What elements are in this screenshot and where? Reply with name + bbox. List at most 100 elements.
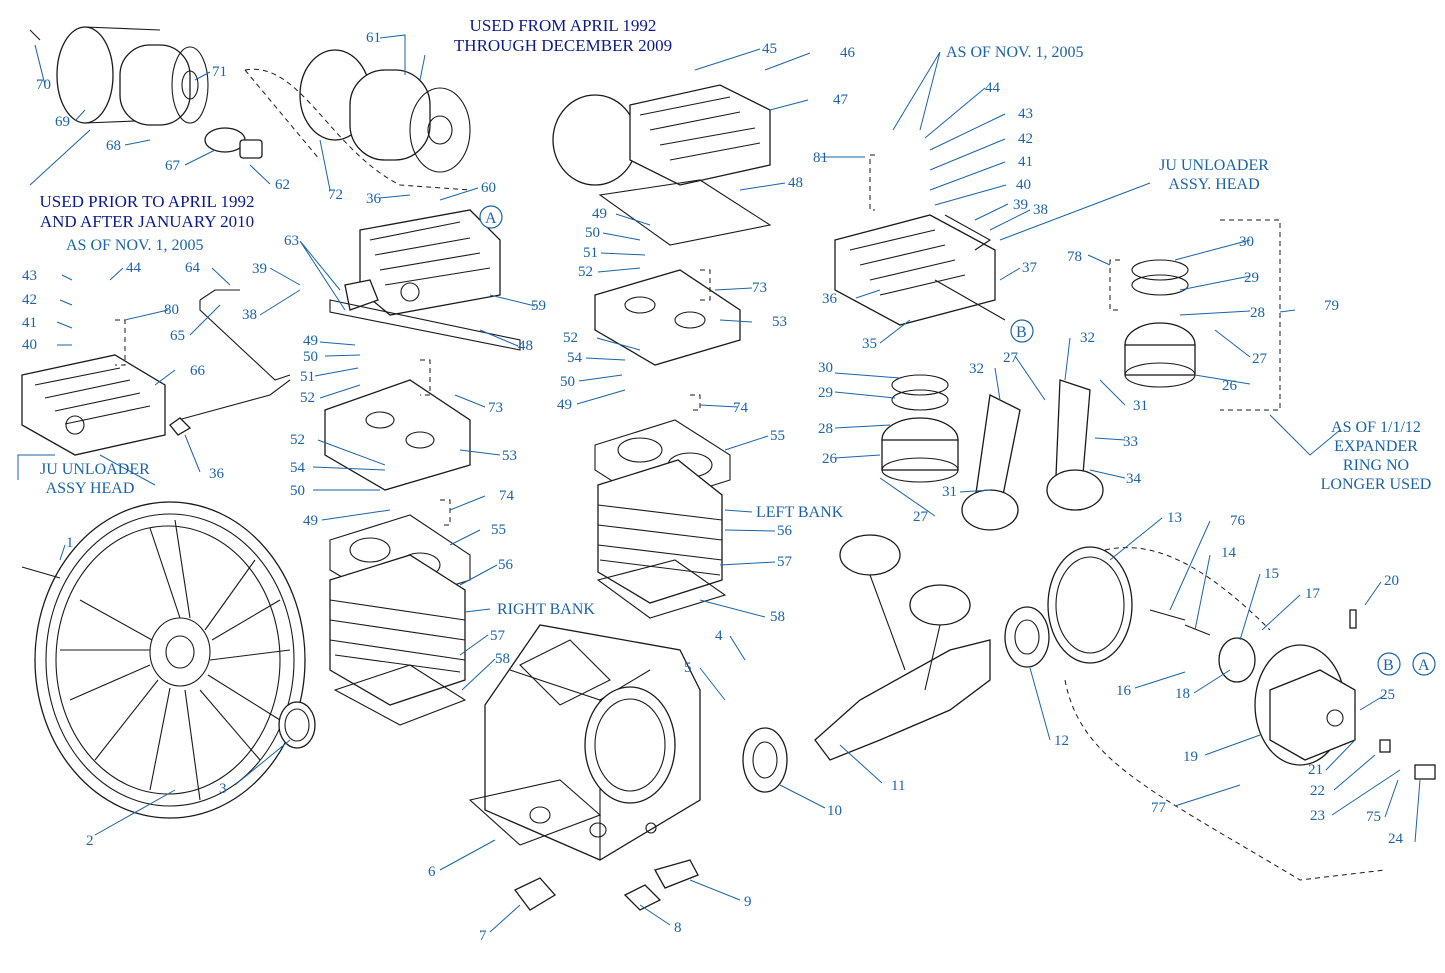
part-number-56: 56 [498,557,514,573]
part-number-49: 49 [303,333,318,349]
part-number-78: 78 [1067,249,1082,265]
part-number-61: 61 [366,30,381,46]
part-number-58: 58 [495,651,510,667]
part-number-27: 27 [1003,350,1019,366]
part-number-75: 75 [1366,809,1381,825]
part-number-5: 5 [684,660,692,676]
part-number-55: 55 [770,428,785,444]
part-number-1: 1 [66,535,74,551]
part-number-18: 18 [1175,686,1190,702]
part-number-27: 27 [913,509,929,525]
svg-text:A: A [485,210,497,227]
part-number-68: 68 [106,138,121,154]
part-number-10: 10 [827,803,842,819]
part-number-80: 80 [164,302,179,318]
svg-text:B: B [1383,657,1394,674]
part-number-36: 36 [209,466,225,482]
label-right-bank: RIGHT BANK [497,601,595,618]
part-number-49: 49 [303,513,318,529]
part-number-16: 16 [1116,683,1132,699]
part-number-32: 32 [969,361,984,377]
part-number-54: 54 [290,460,306,476]
part-number-30: 30 [1239,234,1254,250]
bearing-carrier [1047,546,1436,780]
part-number-19: 19 [1183,749,1198,765]
part-number-2: 2 [86,833,94,849]
part-number-52: 52 [578,264,593,280]
part-number-70: 70 [36,77,51,93]
part-number-40: 40 [1016,177,1031,193]
note-ju-unloader-right: JU UNLOADER ASSY. HEAD [1159,157,1269,193]
part-number-64: 64 [185,260,201,276]
pistons-rods [881,259,1196,531]
part-number-20: 20 [1384,573,1399,589]
part-numbers: 1 2 3 4 5 6 7 8 9 10 11 12 13 14 15 16 1… [22,30,1404,944]
part-number-66: 66 [190,363,206,379]
part-number-29: 29 [1244,270,1259,286]
part-number-32: 32 [1080,330,1095,346]
part-number-43: 43 [22,268,37,284]
part-number-26: 26 [1222,378,1238,394]
part-number-38: 38 [242,307,257,323]
air-filter-new [299,49,471,173]
part-number-43: 43 [1018,106,1033,122]
part-number-12: 12 [1054,733,1069,749]
part-number-50: 50 [585,225,600,241]
part-number-9: 9 [744,894,752,910]
part-number-51: 51 [300,369,315,385]
part-number-65: 65 [170,328,185,344]
part-number-73: 73 [752,280,767,296]
part-number-42: 42 [22,292,37,308]
part-number-57: 57 [777,554,793,570]
right-bank-head [329,209,521,351]
part-number-53: 53 [502,448,517,464]
callout-b-right: B [1377,652,1401,676]
part-number-73: 73 [488,400,503,416]
ju-unloader-head-left [21,289,291,456]
part-number-6: 6 [428,864,436,880]
part-number-34: 34 [1126,471,1142,487]
part-number-53: 53 [772,314,787,330]
part-number-59: 59 [531,298,546,314]
svg-text:A: A [1418,657,1430,674]
part-number-26: 26 [822,451,838,467]
part-number-74: 74 [733,400,749,416]
part-number-29: 29 [818,385,833,401]
part-number-49: 49 [592,206,607,222]
part-number-51: 51 [583,245,598,261]
part-number-31: 31 [1133,398,1148,414]
part-number-39: 39 [252,261,267,277]
part-number-47: 47 [833,92,849,108]
ju-unloader-head-right [834,214,1006,326]
note-ju-unloader-left: JU UNLOADER ASSY HEAD [40,461,150,497]
part-number-48: 48 [518,338,533,354]
part-number-36: 36 [822,291,838,307]
part-number-27: 27 [1252,351,1268,367]
part-number-63: 63 [284,233,299,249]
part-number-41: 41 [22,315,37,331]
note-prior-april-1992: USED PRIOR TO APRIL 1992 AND AFTER JANUA… [39,192,255,231]
part-number-41: 41 [1018,154,1033,170]
part-number-58: 58 [770,609,785,625]
flywheel [21,501,316,819]
part-number-40: 40 [22,337,37,353]
part-number-72: 72 [328,187,343,203]
part-number-52: 52 [300,390,315,406]
part-number-17: 17 [1305,586,1321,602]
part-number-30: 30 [818,360,833,376]
part-number-21: 21 [1308,762,1323,778]
part-number-13: 13 [1167,510,1182,526]
bearings-crankshaft [742,534,1050,793]
part-number-36: 36 [366,191,382,207]
air-filter-old [29,26,263,159]
label-left-bank: LEFT BANK [756,504,844,521]
part-number-49: 49 [557,397,572,413]
part-number-45: 45 [762,41,777,57]
part-number-39: 39 [1013,197,1028,213]
part-number-60: 60 [481,180,496,196]
part-number-67: 67 [165,158,181,174]
note-april-1992-dec-2009: USED FROM APRIL 1992 THROUGH DECEMBER 20… [453,16,673,55]
part-number-55: 55 [491,522,506,538]
